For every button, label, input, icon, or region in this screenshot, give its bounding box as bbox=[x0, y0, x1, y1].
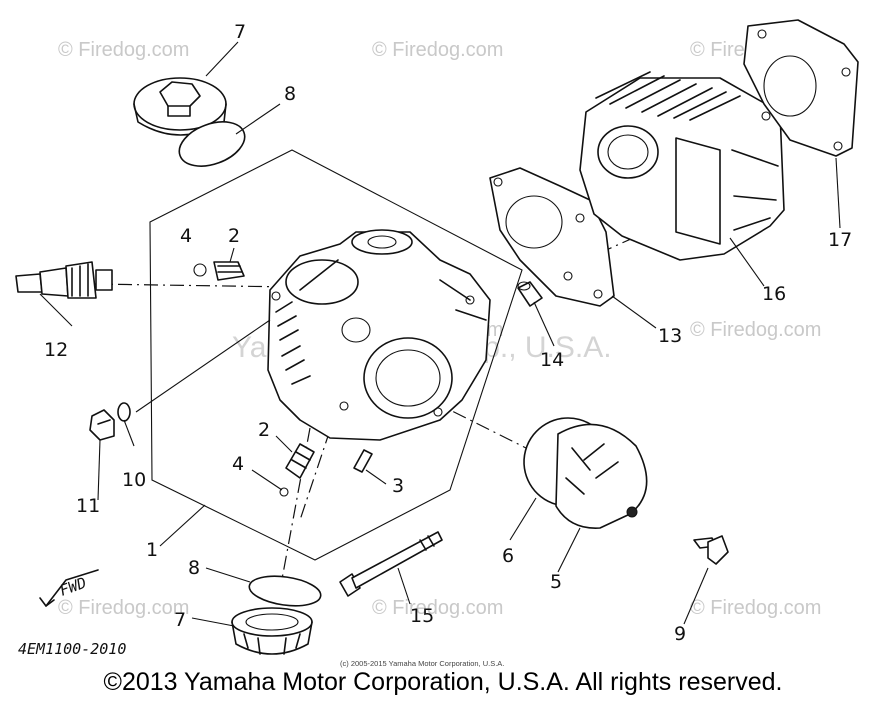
callout-2-lower: 2 bbox=[258, 419, 270, 441]
callouts: 7 8 4 2 12 10 11 2 4 3 1 8 7 15 6 5 9 14… bbox=[44, 21, 852, 645]
callout-2-top: 2 bbox=[228, 225, 240, 247]
part-2-valve-upper bbox=[193, 261, 245, 281]
part-8-oring-top bbox=[178, 121, 246, 167]
callout-9: 9 bbox=[674, 623, 686, 645]
watermark-bottom-left: © Firedog.com bbox=[58, 597, 189, 619]
part-17-base-gasket bbox=[743, 19, 859, 157]
callout-15: 15 bbox=[410, 605, 434, 627]
part-15-stud-bolt bbox=[339, 531, 443, 597]
watermark-bottom-right: © Firedog.com bbox=[690, 597, 821, 619]
part-7-cap-top bbox=[133, 77, 227, 136]
part-12-spark-plug bbox=[15, 261, 113, 299]
small-copyright: (c) 2005-2015 Yamaha Motor Corporation, … bbox=[340, 659, 504, 668]
callout-1: 1 bbox=[146, 539, 158, 561]
callout-14: 14 bbox=[540, 349, 564, 371]
part-13-head-gasket bbox=[489, 167, 615, 307]
assembly-outline-box bbox=[149, 149, 523, 561]
part-11-bolt bbox=[89, 409, 115, 441]
callout-12: 12 bbox=[44, 339, 68, 361]
part-10-washer bbox=[117, 402, 131, 422]
callout-4-top: 4 bbox=[180, 225, 192, 247]
drawing-code: 4EM1100-2010 bbox=[18, 640, 126, 658]
callout-5: 5 bbox=[550, 571, 562, 593]
part-9-bolt bbox=[693, 535, 729, 565]
part-7-cap-bottom bbox=[231, 607, 313, 655]
part-4-pin-lower bbox=[279, 487, 289, 497]
callout-7-top: 7 bbox=[234, 21, 246, 43]
callout-6: 6 bbox=[502, 545, 514, 567]
leader-lines bbox=[39, 41, 841, 627]
part-5-side-cover bbox=[555, 423, 648, 529]
part-14-dowel bbox=[517, 281, 543, 307]
part-1-cylinder-head bbox=[267, 229, 491, 441]
callout-13: 13 bbox=[658, 325, 682, 347]
callout-8-bottom: 8 bbox=[188, 557, 200, 579]
part-2-valve-lower bbox=[285, 443, 315, 479]
callout-10: 10 bbox=[122, 469, 146, 491]
fwd-label: FWD bbox=[57, 574, 89, 600]
watermark-bottom-center: © Firedog.com bbox=[372, 597, 503, 619]
callout-8-top: 8 bbox=[284, 83, 296, 105]
part-3-stud bbox=[353, 449, 373, 473]
watermark-top-center: © Firedog.com bbox=[372, 39, 503, 61]
footer-copyright: ©2013 Yamaha Motor Corporation, U.S.A. A… bbox=[103, 668, 783, 696]
part-16-cylinder bbox=[579, 71, 785, 261]
part-8-oring-bottom bbox=[248, 575, 322, 607]
callout-3: 3 bbox=[392, 475, 404, 497]
watermark-top-left: © Firedog.com bbox=[58, 39, 189, 61]
callout-16: 16 bbox=[762, 283, 786, 305]
callout-11: 11 bbox=[76, 495, 100, 517]
callout-17: 17 bbox=[828, 229, 852, 251]
watermark-mid-right: © Firedog.com bbox=[690, 319, 821, 341]
callout-4-lower: 4 bbox=[232, 453, 244, 475]
callout-7-bottom: 7 bbox=[174, 609, 186, 631]
